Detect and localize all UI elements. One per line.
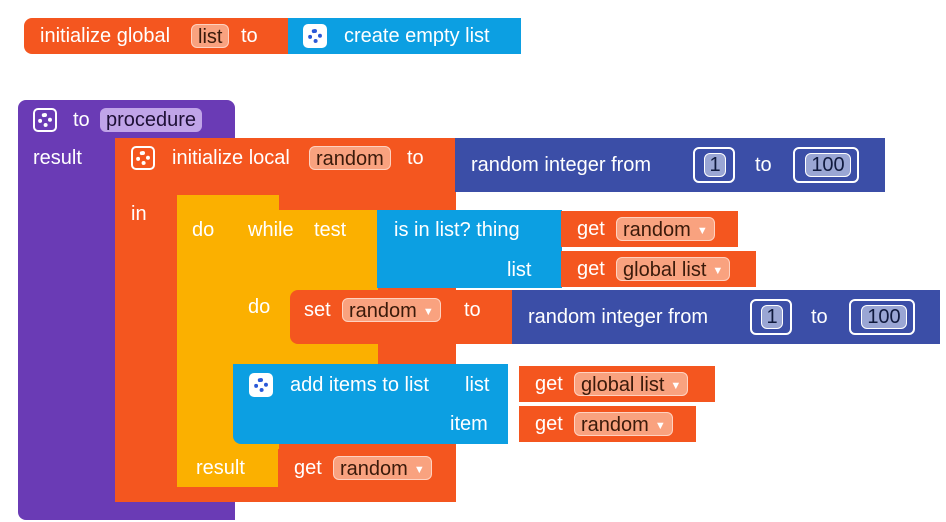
get-label: get <box>535 373 563 395</box>
gear-icon[interactable] <box>249 373 273 397</box>
dropdown-caret-icon: ▼ <box>654 420 666 432</box>
dropdown-caret-icon: ▼ <box>670 380 682 392</box>
gear-icon[interactable] <box>131 146 155 170</box>
dropdown-caret-icon: ▼ <box>413 464 425 476</box>
number-from[interactable]: 1 <box>704 153 726 177</box>
dropdown-caret-icon: ▼ <box>422 306 434 318</box>
global-var-name[interactable]: list <box>191 24 230 48</box>
get-label: get <box>577 218 605 240</box>
get-random-block[interactable]: get random▼ <box>561 211 738 247</box>
is-in-list-list-label: list <box>507 259 532 281</box>
is-in-list-label: is in list? thing <box>394 219 520 241</box>
procedure-result-label: result <box>33 147 82 169</box>
variable-dropdown[interactable]: random▼ <box>342 298 441 322</box>
while-label: while <box>248 219 294 241</box>
procedure-name[interactable]: procedure <box>100 108 203 132</box>
number-to[interactable]: 100 <box>805 153 851 177</box>
variable-dropdown[interactable]: random▼ <box>333 456 432 480</box>
dropdown-caret-icon: ▼ <box>696 225 708 237</box>
do-label: do <box>192 219 215 241</box>
variable-dropdown[interactable]: random▼ <box>574 412 673 436</box>
do-result-label: result <box>196 457 245 479</box>
gear-icon[interactable] <box>33 108 57 132</box>
set-variable-block[interactable]: set random▼ to <box>290 290 513 344</box>
random-integer-to-label: to <box>811 306 828 328</box>
add-items-to-list-block[interactable]: add items to list list item <box>233 364 508 444</box>
global-init-block[interactable]: initialize global list to <box>24 18 292 54</box>
global-init-to: to <box>241 25 258 47</box>
while-do-label: do <box>248 296 271 318</box>
number-to[interactable]: 100 <box>861 305 907 329</box>
result-get-block[interactable]: get random▼ <box>278 449 456 487</box>
create-empty-list-label: create empty list <box>344 25 490 47</box>
random-integer-label: random integer from <box>528 306 709 328</box>
random-integer-to-label: to <box>755 154 772 176</box>
get-random-block[interactable]: get random▼ <box>519 406 696 442</box>
is-in-list-block[interactable]: is in list? thing list <box>377 210 562 288</box>
local-in-label: in <box>131 203 147 225</box>
random-integer-block[interactable]: random integer from 1 to 100 <box>455 138 885 192</box>
add-items-item-label: item <box>450 413 488 435</box>
random-integer-label: random integer from <box>471 154 652 176</box>
procedure-to-label: to <box>73 109 90 131</box>
number-from[interactable]: 1 <box>761 305 783 329</box>
variable-dropdown[interactable]: random▼ <box>616 217 715 241</box>
variable-dropdown[interactable]: global list▼ <box>574 372 689 396</box>
get-global-list-block[interactable]: get global list▼ <box>561 251 756 287</box>
variable-dropdown[interactable]: global list▼ <box>616 257 731 281</box>
random-integer-block[interactable]: random integer from 1 to 100 <box>512 290 940 344</box>
global-init-label: initialize global <box>40 25 171 47</box>
local-init-to: to <box>407 147 424 169</box>
local-var-name[interactable]: random <box>309 146 391 170</box>
get-label: get <box>294 457 322 479</box>
dropdown-caret-icon: ▼ <box>712 265 724 277</box>
create-empty-list-block[interactable]: create empty list <box>288 18 521 54</box>
set-label: set <box>304 299 331 321</box>
get-label: get <box>535 413 563 435</box>
add-items-list-label: list <box>465 374 490 396</box>
local-init-label: initialize local <box>172 147 290 169</box>
set-to-label: to <box>464 299 481 321</box>
while-test-label: test <box>314 219 347 241</box>
get-label: get <box>577 258 605 280</box>
get-global-list-block[interactable]: get global list▼ <box>519 366 715 402</box>
gear-icon[interactable] <box>303 24 327 48</box>
add-items-label: add items to list <box>290 374 429 396</box>
